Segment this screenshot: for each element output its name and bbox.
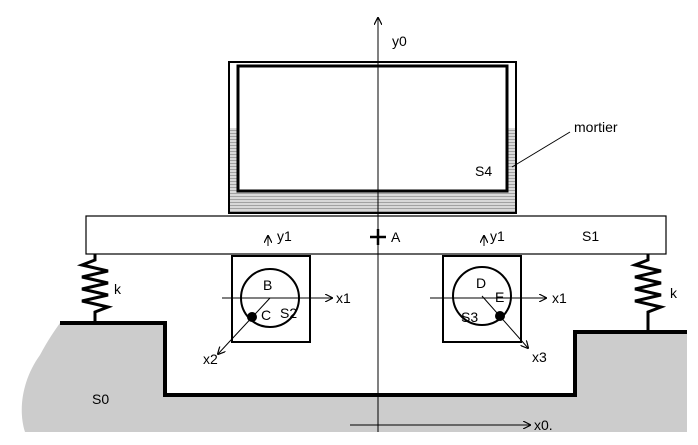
label-x0: x0. (534, 417, 553, 433)
label-e: E (495, 289, 504, 305)
s4-mortar-left (229, 128, 238, 194)
s4-mortar-bottom (229, 191, 516, 213)
label-mortier: mortier (574, 119, 618, 135)
label-k-left: k (114, 281, 122, 297)
label-x3: x3 (532, 349, 547, 365)
label-s4: S4 (475, 163, 492, 179)
label-b: B (263, 277, 272, 293)
label-s2: S2 (280, 305, 297, 321)
label-c: C (261, 307, 271, 323)
label-s1: S1 (582, 228, 599, 244)
s3-circle (452, 266, 512, 326)
label-x2: x2 (203, 351, 218, 367)
label-y0: y0 (392, 33, 407, 49)
s1-plate (85, 215, 667, 255)
x3-arrow (481, 295, 528, 348)
label-k-right: k (670, 285, 678, 301)
spring-right (629, 254, 667, 332)
mortier-leader (511, 131, 571, 168)
ground-outline (60, 321, 687, 397)
label-y1-left: y1 (277, 228, 292, 244)
ground-s0 (21, 323, 687, 432)
label-d: D (476, 275, 486, 291)
x2-arrow (218, 297, 271, 354)
label-s3: S3 (461, 309, 478, 325)
label-x1-left: x1 (336, 290, 351, 306)
s4-outer (228, 61, 517, 214)
spring-left (76, 254, 114, 323)
label-s0: S0 (92, 391, 109, 407)
s3-box (442, 255, 522, 343)
label-a: A (391, 229, 401, 245)
s4-inner (236, 64, 509, 193)
label-y1-right: y1 (490, 228, 505, 244)
s4-mortar-right (507, 128, 516, 194)
label-x1-right: x1 (552, 290, 567, 306)
